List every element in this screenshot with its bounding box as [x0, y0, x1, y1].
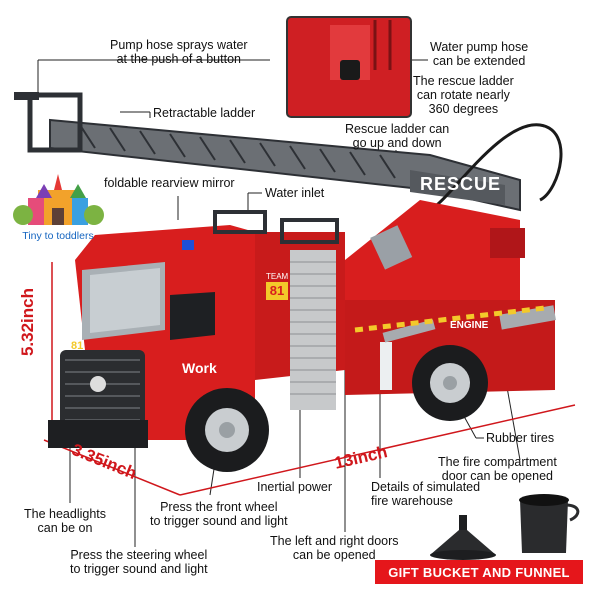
callout-water-hose-extended-text: Water pump hose can be extended [430, 40, 529, 68]
callout-steering-wheel: Press the steering wheel to trigger soun… [70, 548, 208, 576]
callout-doors-open: The left and right doors can be opened [270, 534, 399, 562]
gift-badge: GIFT BUCKET AND FUNNEL [375, 560, 583, 584]
callout-ladder-rotate-text: The rescue ladder can rotate nearly 360 … [413, 74, 514, 116]
brand-logo [8, 170, 108, 244]
castle-icon [13, 174, 104, 225]
brand-name: Tiny to toddlers [22, 230, 94, 242]
dimension-height: 5.32inch [18, 287, 37, 357]
callout-rubber-tires-text: Rubber tires [486, 431, 555, 445]
callout-details-warehouse-text: Details of simulated fire warehouse [371, 480, 481, 508]
callout-retractable-ladder-text: Retractable ladder [153, 106, 256, 120]
callout-compartment-door: The fire compartment door can be opened [438, 455, 557, 483]
rescue-ladder [14, 92, 521, 212]
team-number: 81 [266, 282, 288, 300]
rescue-label: RESCUE [420, 174, 502, 194]
callout-doors-open-text: The left and right doors can be opened [270, 534, 399, 562]
work-label: Work [182, 360, 217, 376]
callout-ladder-up-down: Rescue ladder can go up and down [345, 122, 449, 150]
gift-bucket [519, 494, 580, 553]
callout-rearview-mirror-text: foldable rearview mirror [104, 176, 235, 190]
callout-pump-hose-text: Pump hose sprays water at the push of a … [110, 38, 248, 66]
rear-wheel [412, 345, 488, 421]
callout-headlights-text: The headlights can be on [24, 507, 107, 535]
callout-details-warehouse: Details of simulated fire warehouse [371, 480, 480, 508]
turntable [345, 200, 525, 300]
callout-headlights: The headlights can be on [24, 507, 106, 535]
callout-compartment-door-text: The fire compartment door can be opened [438, 455, 557, 483]
callout-inertial-power-text: Inertial power [257, 480, 333, 494]
callout-ladder-rotate: The rescue ladder can rotate nearly 360 … [413, 74, 514, 116]
gift-funnel [430, 515, 496, 560]
inset-photo [286, 16, 412, 118]
callout-water-inlet-text: Water inlet [265, 186, 325, 200]
callout-water-hose-extended: Water pump hose can be extended [430, 40, 528, 68]
front-wheel [185, 388, 269, 472]
team-label: TEAM [266, 272, 289, 281]
callout-water-inlet: Water inlet [265, 186, 324, 200]
callout-front-wheel-text: Press the front wheel to trigger sound a… [150, 500, 288, 528]
callout-inertial-power: Inertial power [257, 480, 332, 494]
cab-number: 81 [71, 340, 84, 352]
callout-steering-wheel-text: Press the steering wheel to trigger soun… [70, 548, 208, 576]
callout-front-wheel: Press the front wheel to trigger sound a… [150, 500, 288, 528]
callout-rubber-tires: Rubber tires [486, 431, 554, 445]
engine-label: ENGINE [450, 320, 489, 331]
dimension-lines [43, 262, 576, 496]
callout-pump-hose: Pump hose sprays water at the push of a … [110, 38, 248, 66]
callout-rearview-mirror: foldable rearview mirror [104, 176, 235, 190]
callout-retractable-ladder: Retractable ladder [153, 106, 255, 120]
callout-ladder-up-down-text: Rescue ladder can go up and down [345, 122, 450, 150]
water-hose [429, 123, 563, 212]
